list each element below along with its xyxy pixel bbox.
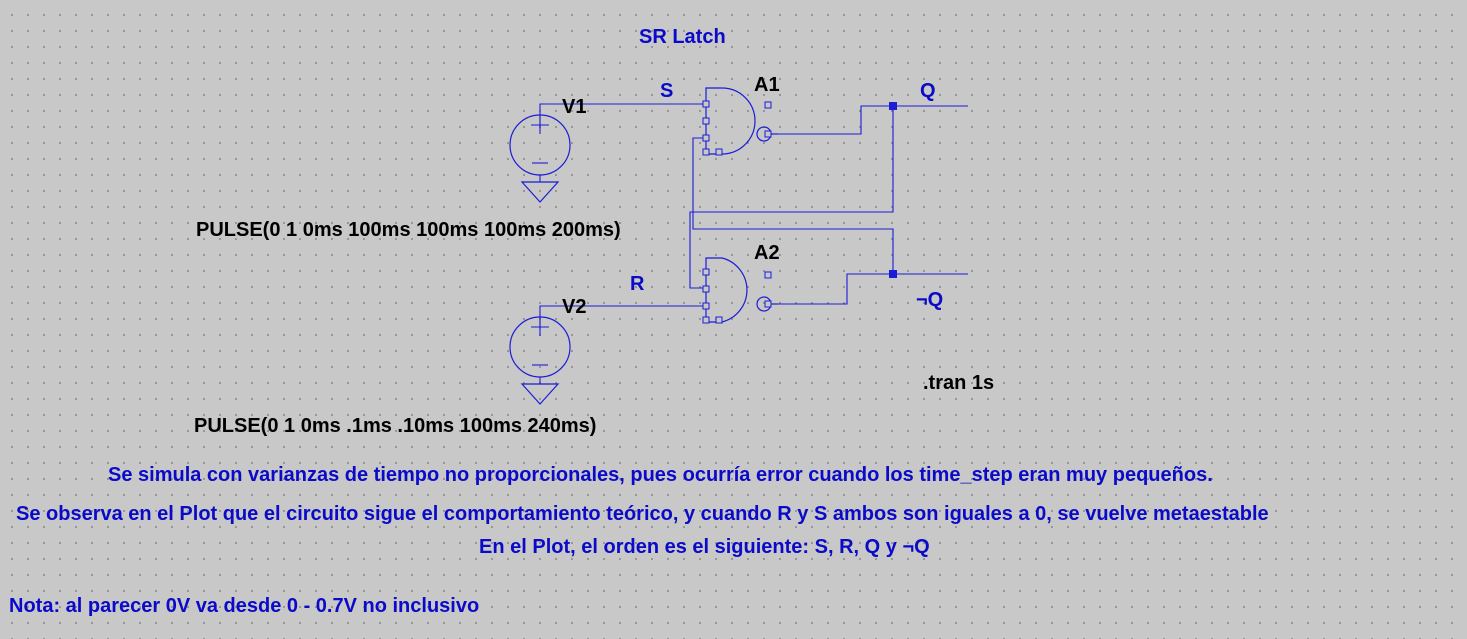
wires [539, 103, 968, 330]
net-label-r[interactable]: R [630, 273, 645, 295]
junction-q [889, 102, 897, 110]
component-label-v2[interactable]: V2 [562, 296, 587, 318]
net-label-q[interactable]: Q [920, 80, 936, 102]
component-label-v1[interactable]: V1 [562, 96, 587, 118]
comment-line-2[interactable]: Se observa en el Plot que el circuito si… [16, 503, 1269, 525]
comment-line-1[interactable]: Se simula con varianzas de tiempo no pro… [108, 464, 1213, 486]
v2-pulse-value[interactable]: PULSE(0 1 0ms .1ms .10ms 100ms 240ms) [194, 415, 597, 437]
wire-a2-out [778, 273, 968, 305]
component-label-a1[interactable]: A1 [754, 74, 780, 96]
voltage-source-v2[interactable] [509, 316, 571, 384]
ground-icon [520, 181, 560, 203]
schematic-title: SR Latch [639, 26, 726, 48]
comment-line-3[interactable]: En el Plot, el orden es el siguiente: S,… [479, 536, 930, 558]
wire-notq-feedback [692, 137, 894, 274]
wire-a1-out [778, 105, 968, 135]
wire-q-feedback [689, 106, 894, 289]
component-label-a2[interactable]: A2 [754, 242, 780, 264]
net-label-not-q[interactable]: ¬Q [916, 289, 944, 311]
nand-gate-a1[interactable] [702, 87, 778, 156]
v1-pulse-value[interactable]: PULSE(0 1 0ms 100ms 100ms 100ms 200ms) [196, 219, 621, 241]
voltage-source-v1[interactable] [509, 114, 571, 182]
comment-note[interactable]: Nota: al parecer 0V va desde 0 - 0.7V no… [9, 595, 480, 617]
net-label-s[interactable]: S [660, 80, 674, 102]
ground-icon [520, 383, 560, 405]
junction-not-q [889, 270, 897, 278]
tran-directive[interactable]: .tran 1s [923, 372, 995, 394]
nand-gate-a2[interactable] [702, 257, 778, 324]
